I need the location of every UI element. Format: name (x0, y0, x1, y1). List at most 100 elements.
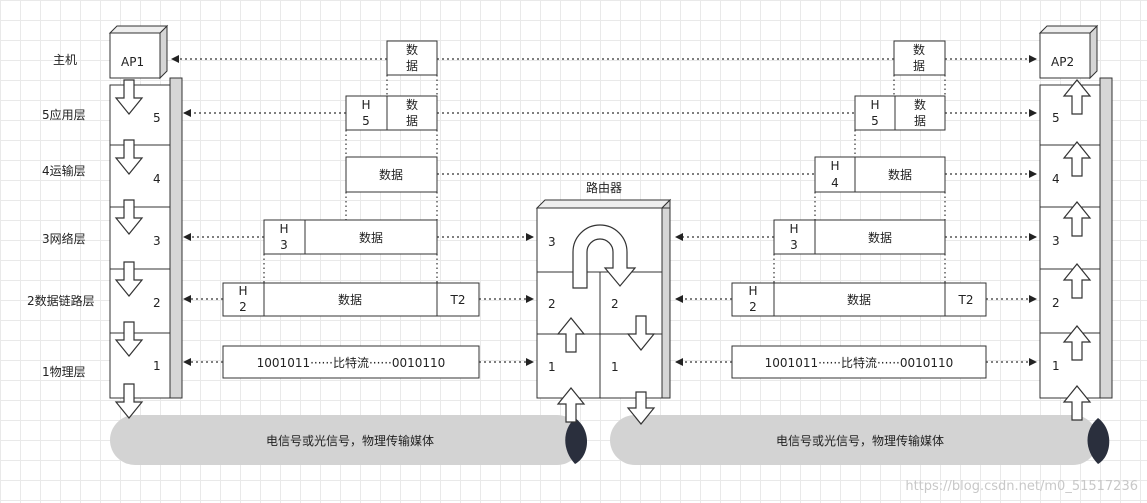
down-arrow-icon (114, 321, 144, 357)
up-arrow-icon (1062, 263, 1092, 299)
down-arrow-icon (114, 383, 144, 419)
up-arrow-icon (556, 317, 586, 353)
bitstream-right: 1001011······比特流······0010110 (731, 345, 987, 379)
svg-text:4: 4 (831, 176, 839, 190)
packet-l3-left: H 3 数据 (263, 219, 438, 255)
svg-text:5: 5 (362, 114, 370, 128)
right-level-4: 4 (1052, 172, 1060, 186)
layer-label-datalink: 2数据链路层 (27, 293, 95, 308)
svg-text:数据: 数据 (379, 167, 403, 182)
down-arrow-icon (114, 261, 144, 297)
router-level-3: 3 (548, 235, 556, 249)
up-arrow-icon (1062, 79, 1092, 115)
right-level-1: 1 (1052, 359, 1060, 373)
watermark: https://blog.csdn.net/m0_51517236 (905, 479, 1138, 494)
up-arrow-icon (1062, 201, 1092, 237)
router-layer3-cell (536, 207, 663, 273)
right-level-3: 3 (1052, 234, 1060, 248)
medium-bar-left (110, 415, 582, 465)
medium-end-left (565, 418, 588, 464)
down-arrow-icon (626, 391, 656, 425)
svg-text:数据: 数据 (338, 292, 362, 307)
svg-text:数据: 数据 (868, 230, 892, 245)
left-level-1: 1 (153, 359, 161, 373)
router-level-2-left: 2 (548, 297, 556, 311)
router-layer1-right-cell (599, 333, 663, 399)
left-level-3: 3 (153, 234, 161, 248)
svg-text:H: H (238, 284, 247, 298)
left-layer4-cell (109, 144, 171, 208)
svg-text:T2: T2 (958, 293, 974, 307)
host-ap1-label: AP1 (121, 55, 144, 69)
up-arrow-icon (1062, 385, 1092, 421)
up-arrow-icon (556, 387, 586, 423)
packet-app-data-right: 数 据 (893, 40, 946, 76)
svg-text:据: 据 (913, 59, 925, 73)
host-stack-right: AP2 5 4 3 2 1 (1038, 24, 1113, 421)
svg-text:H: H (830, 159, 839, 173)
svg-text:3: 3 (790, 238, 798, 252)
layer-label-application: 5应用层 (42, 107, 86, 122)
svg-text:数据: 数据 (888, 167, 912, 182)
svg-text:H: H (748, 284, 757, 298)
packets-right: 数 据 H 5 数 据 H 4 数据 H 3 数据 (731, 40, 987, 379)
svg-text:H: H (361, 98, 370, 112)
transmission-medium: 电信号或光信号，物理传输媒体 电信号或光信号，物理传输媒体 (110, 415, 1110, 465)
router: 路由器 3 2 2 1 1 (535, 180, 672, 425)
packet-l5-right: H 5 数 据 (854, 95, 946, 131)
packet-l3-right: H 3 数据 (773, 219, 946, 255)
svg-text:1001011······比特流······0010110: 1001011······比特流······0010110 (257, 355, 446, 370)
left-level-4: 4 (153, 172, 161, 186)
medium-bar-right (610, 415, 1098, 465)
down-arrow-icon (114, 139, 144, 175)
router-level-1-right: 1 (611, 360, 619, 374)
router-level-1-left: 1 (548, 360, 556, 374)
svg-text:数据: 数据 (359, 230, 383, 245)
svg-text:数: 数 (406, 42, 418, 57)
down-arrow-icon (114, 199, 144, 235)
svg-text:据: 据 (914, 114, 926, 128)
frame-l2-left: H 2 数据 T2 (222, 282, 480, 317)
router-layer2-right-cell (599, 271, 663, 335)
router-title: 路由器 (586, 180, 622, 195)
packet-app-data-left: 数 据 (386, 40, 438, 76)
left-layer2-cell (109, 268, 171, 334)
svg-text:5: 5 (871, 114, 879, 128)
layer-labels: 主机 5应用层 4运输层 3网络层 2数据链路层 1物理层 (27, 53, 95, 379)
frame-l2-right: H 2 数据 T2 (731, 282, 987, 317)
svg-text:据: 据 (406, 114, 418, 128)
svg-text:2: 2 (239, 300, 247, 314)
up-arrow-icon (1062, 141, 1092, 177)
svg-text:3: 3 (280, 238, 288, 252)
right-level-2: 2 (1052, 296, 1060, 310)
left-level-2: 2 (153, 296, 161, 310)
medium-label-left: 电信号或光信号，物理传输媒体 (266, 433, 434, 448)
svg-text:数: 数 (914, 97, 926, 112)
host-ap2-cell (1039, 32, 1091, 79)
svg-text:H: H (870, 98, 879, 112)
svg-text:H: H (789, 222, 798, 236)
svg-text:数: 数 (406, 97, 418, 112)
svg-text:数据: 数据 (847, 292, 871, 307)
medium-end-right (1087, 418, 1110, 464)
medium-label-right: 电信号或光信号，物理传输媒体 (776, 433, 944, 448)
packet-l4-right: H 4 数据 (814, 156, 946, 193)
encapsulation-guides (263, 75, 946, 283)
router-level-2-right: 2 (611, 297, 619, 311)
packet-l4-left: 数据 (345, 156, 438, 193)
layer-label-network: 3网络层 (42, 231, 86, 246)
up-arrow-icon (1062, 325, 1092, 361)
packets-left: 数 据 H 5 数 据 数据 H 3 数据 H 2 数据 (222, 40, 480, 379)
left-layer5-cell (109, 84, 171, 146)
peer-arrows (171, 55, 1037, 366)
svg-text:H: H (279, 222, 288, 236)
left-layer3-cell (109, 206, 171, 270)
svg-text:2: 2 (749, 300, 757, 314)
down-arrow-icon (626, 315, 656, 351)
left-level-5: 5 (153, 111, 161, 125)
svg-text:1001011······比特流······0010110: 1001011······比特流······0010110 (765, 355, 954, 370)
packet-l5-left: H 5 数 据 (345, 95, 438, 131)
svg-text:T2: T2 (450, 293, 466, 307)
layer-label-physical: 1物理层 (42, 365, 86, 379)
